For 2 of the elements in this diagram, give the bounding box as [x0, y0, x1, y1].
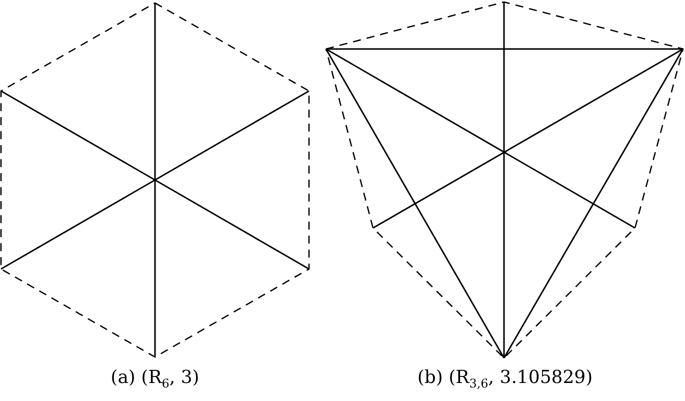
figure-caption: (a) (R$_{6}$, 3)	[110, 366, 200, 393]
figure-caption: (b) (R$_{3,6}$, 3.105829)	[417, 366, 593, 393]
